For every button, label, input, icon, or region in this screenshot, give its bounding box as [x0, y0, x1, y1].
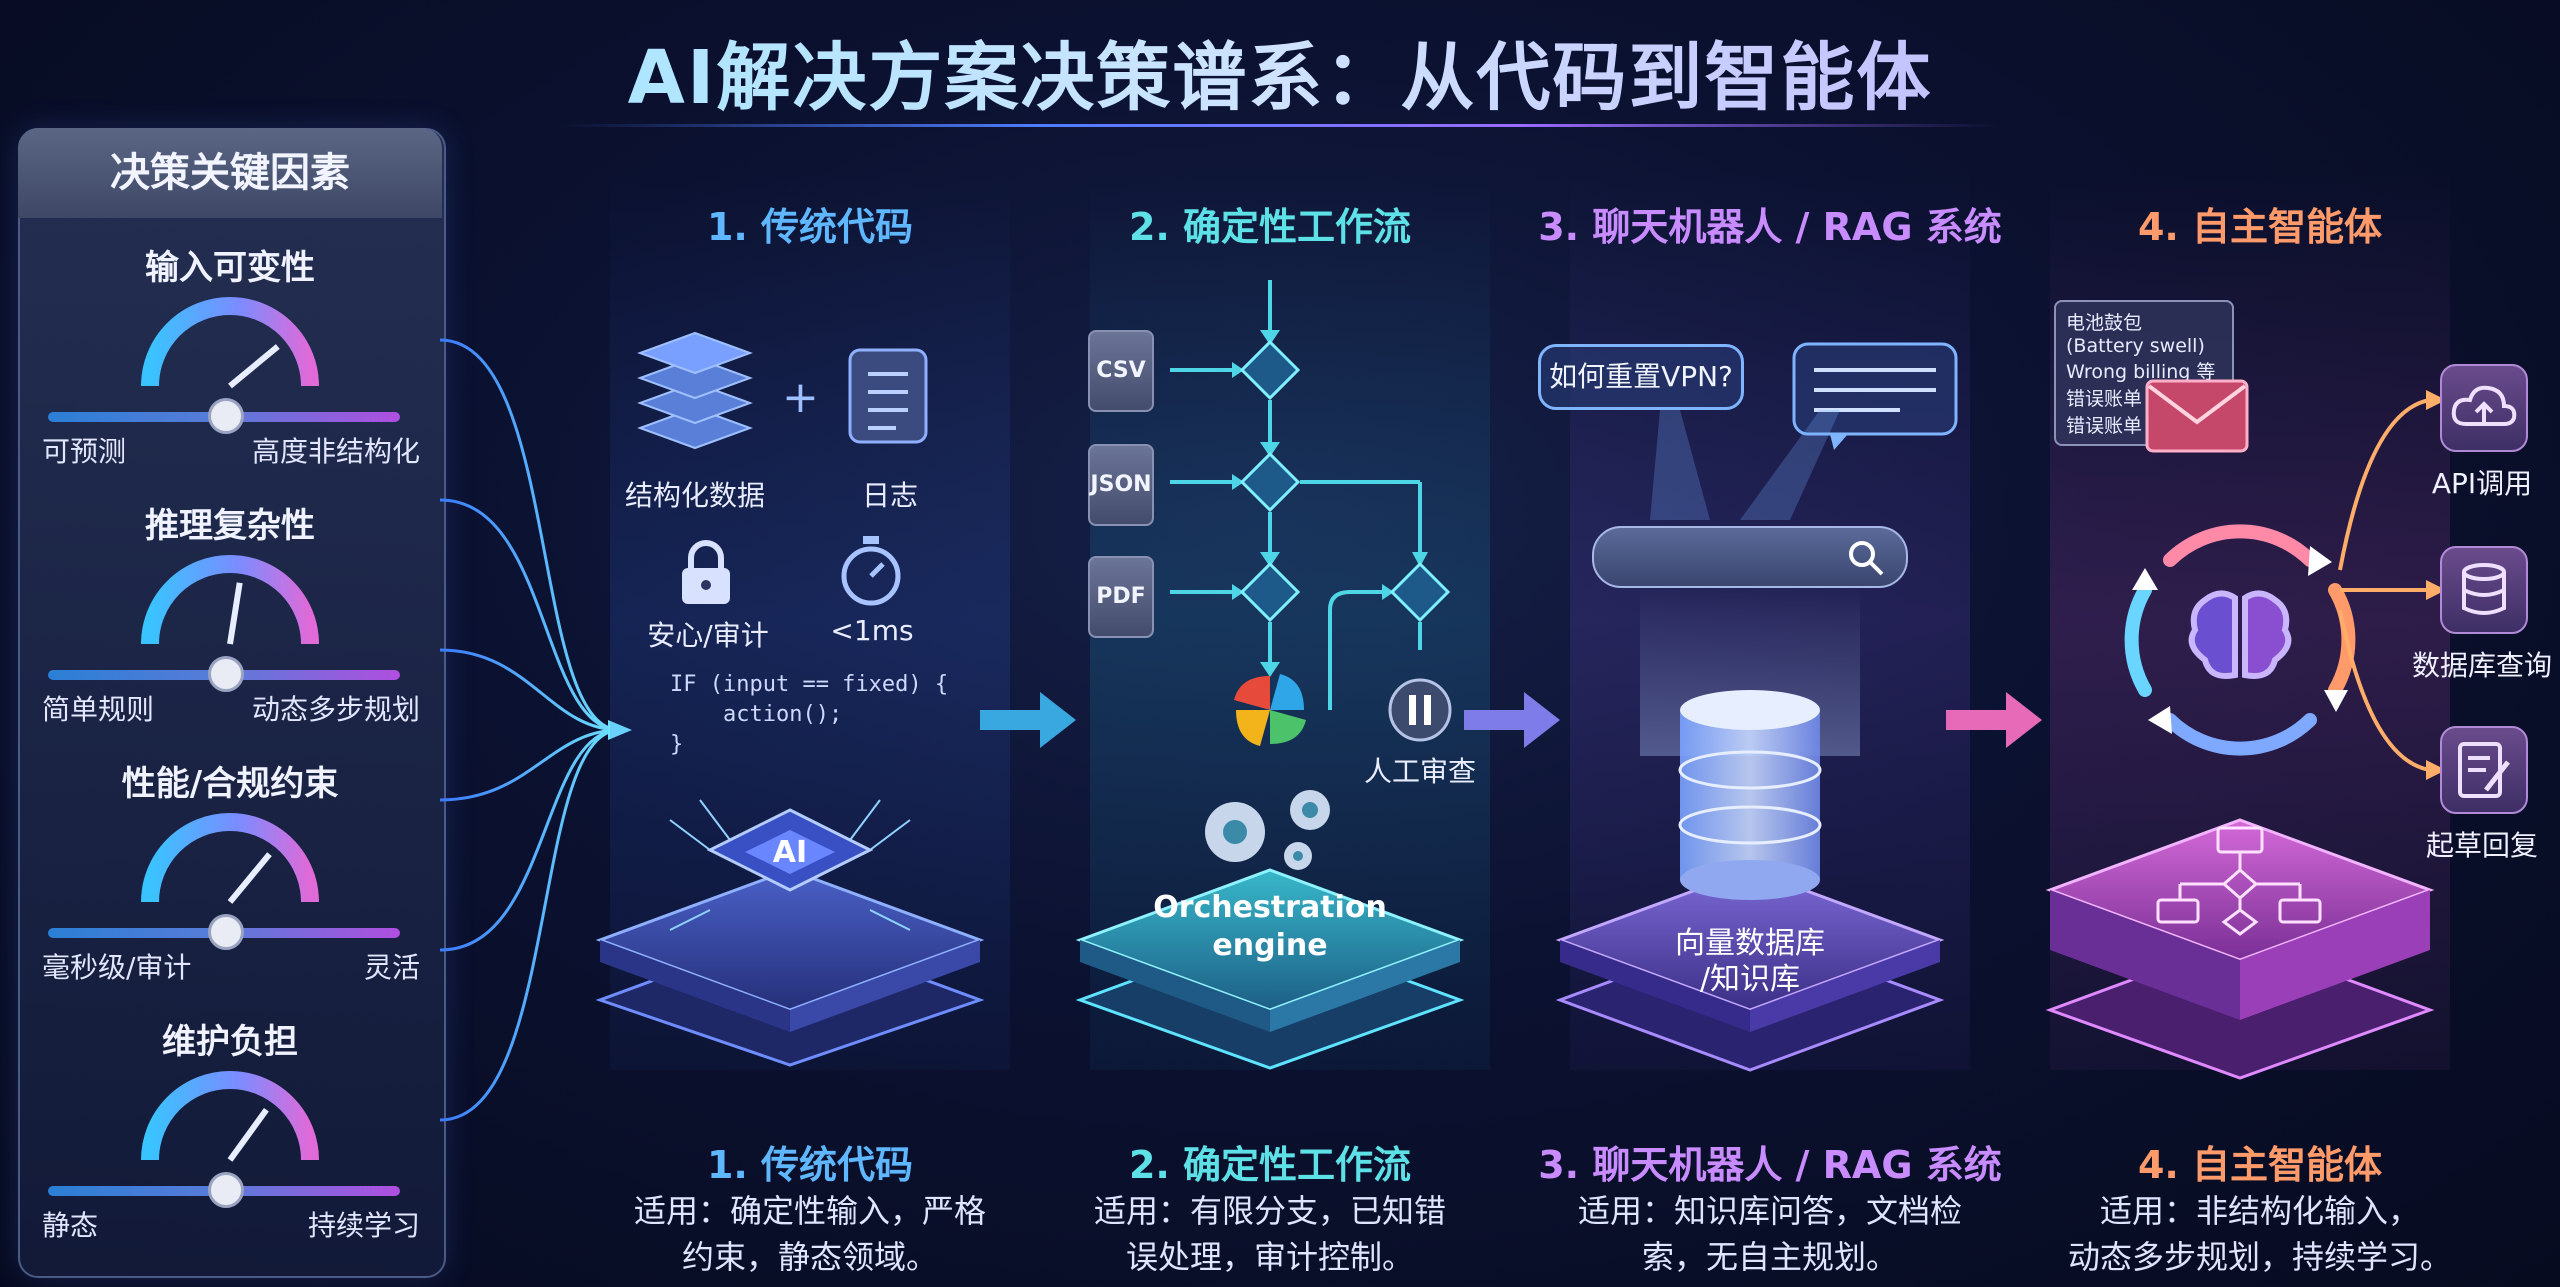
note-line-1: 电池鼓包 [2066, 312, 2143, 334]
title-underline [560, 124, 2000, 127]
stage4-desc-line2: 动态多步规划，持续学习。 [2067, 1238, 2452, 1276]
user-question-bubble: 如何重置VPN? [1538, 344, 1744, 410]
factors-panel-header: 决策关键因素 [18, 128, 442, 218]
stage4-platform [2045, 818, 2435, 1080]
stage4-heading: 4. 自主智能体 [2137, 205, 2383, 249]
chat-reply-bubble-icon [1792, 342, 1958, 450]
stage2-heading: 2. 确定性工作流 [1128, 205, 1412, 249]
csv-file-icon: CSV [1088, 330, 1154, 412]
stage2-desc-line1: 适用：有限分支，已知错 [1093, 1192, 1446, 1230]
search-icon[interactable] [1846, 538, 1886, 578]
gauge-icon [141, 555, 319, 645]
json-file-icon: JSON [1088, 444, 1154, 526]
gauge-icon [141, 1071, 319, 1162]
stage1-desc-line2: 约束，静态领域。 [681, 1238, 938, 1276]
gauge-icon [141, 297, 319, 389]
slider-knob[interactable] [208, 656, 244, 692]
log-label: 日志 [861, 479, 918, 512]
draft-reply-tool [2440, 726, 2528, 814]
chip-label: AI [773, 835, 807, 870]
database-icon [2462, 563, 2506, 615]
engine-label-line1: Orchestration [1153, 890, 1387, 925]
factor-min-label: 可预测 [42, 435, 127, 468]
flow-arrow-1 [980, 692, 1076, 748]
slider-knob[interactable] [208, 1172, 244, 1208]
stage3-desc-line2: 索，无自主规划。 [1641, 1238, 1898, 1276]
flow-arrow-2 [1464, 692, 1560, 748]
note-line-2: (Battery swell) [2066, 335, 2205, 357]
stage4-footer-title: 4. 自主智能体 [2137, 1143, 2383, 1187]
note-line-4: 错误账单 [2066, 388, 2143, 410]
factor-title: 性能/合规约束 [121, 764, 339, 804]
stage3-footer-title: 3. 聊天机器人 / RAG 系统 [1538, 1143, 2002, 1187]
database-query-label: 数据库查询 [2411, 649, 2552, 682]
vector-db-label-line1: 向量数据库 [1675, 926, 1825, 961]
stage3-desc-line1: 适用：知识库问答，文档检 [1577, 1192, 1962, 1230]
stage2-desc-line2: 误处理，审计控制。 [1125, 1238, 1414, 1276]
stage2-platform [1075, 790, 1465, 1070]
stopwatch-icon [841, 536, 901, 606]
code-line-2: action(); [670, 702, 843, 727]
lock-icon [682, 540, 730, 604]
plus-sign: + [782, 372, 819, 423]
api-call-tool [2440, 364, 2528, 452]
vector-db-label-line2: /知识库 [1699, 962, 1801, 997]
api-call-label: API调用 [2431, 467, 2533, 500]
workflow-diagram [1170, 280, 1452, 746]
log-document-icon [848, 348, 928, 444]
query-beams [1650, 410, 1840, 520]
factor-max-label: 高度非结构化 [251, 435, 420, 468]
cloud-upload-icon [2451, 385, 2517, 426]
pdf-file-icon: PDF [1088, 556, 1154, 638]
tool-arrows [2338, 390, 2446, 780]
factor-connectors [440, 338, 632, 1122]
code-line-1: IF (input == fixed) { [670, 672, 949, 697]
human-review-label: 人工审查 [1363, 755, 1476, 788]
slider-knob[interactable] [208, 914, 244, 950]
stage1-desc-line1: 适用：确定性输入，严格 [633, 1192, 986, 1230]
engine-label-line2: engine [1212, 928, 1328, 963]
note-line-5: 错误账单 [2066, 415, 2143, 437]
ticket-note: 电池鼓包 (Battery swell) Wrong billing 等 错误账… [2054, 300, 2234, 446]
factor-max-label: 灵活 [363, 951, 420, 984]
email-icon [2145, 379, 2249, 453]
flow-arrow-3 [1946, 692, 2042, 748]
factor-min-label: 静态 [42, 1209, 99, 1242]
factor-max-label: 持续学习 [307, 1209, 420, 1242]
stage1-platform: AI [595, 799, 985, 1067]
stage3-heading: 3. 聊天机器人 / RAG 系统 [1538, 205, 2002, 249]
database-stack-icon [637, 331, 753, 450]
gauge-needle [227, 852, 272, 904]
database-query-tool [2440, 546, 2528, 634]
page-title: AI解决方案决策谱系：从代码到智能体 [0, 18, 2560, 125]
code-line-3: } [670, 732, 684, 757]
gauge-needle [227, 1108, 269, 1162]
stage4-desc-line1: 适用：非结构化输入， [2099, 1192, 2420, 1230]
gauge-needle [227, 582, 243, 645]
stage3-platform [1555, 690, 1945, 1072]
stage2-footer-title: 2. 确定性工作流 [1128, 1143, 1412, 1187]
stage1-footer-title: 1. 传统代码 [706, 1143, 914, 1187]
gauge-needle [228, 344, 280, 389]
factor-min-label: 简单规则 [42, 693, 155, 726]
factor-title: 输入可变性 [145, 248, 315, 288]
note-line-3: Wrong billing 等 [2066, 361, 2216, 383]
factor-min-label: 毫秒级/审计 [42, 951, 192, 984]
structured-data-label: 结构化数据 [624, 479, 765, 512]
stage1-heading: 1. 传统代码 [706, 205, 914, 249]
slider-knob[interactable] [208, 398, 244, 434]
audit-label: 安心/审计 [647, 619, 769, 652]
gauge-icon [141, 813, 319, 904]
latency-label: <1ms [830, 614, 914, 647]
draft-reply-label: 起草回复 [2425, 829, 2538, 862]
search-bar[interactable] [1592, 526, 1908, 588]
factor-max-label: 动态多步规划 [251, 693, 420, 726]
factor-title: 维护负担 [162, 1022, 298, 1062]
factor-title: 推理复杂性 [145, 506, 315, 546]
edit-document-icon [2458, 742, 2510, 798]
